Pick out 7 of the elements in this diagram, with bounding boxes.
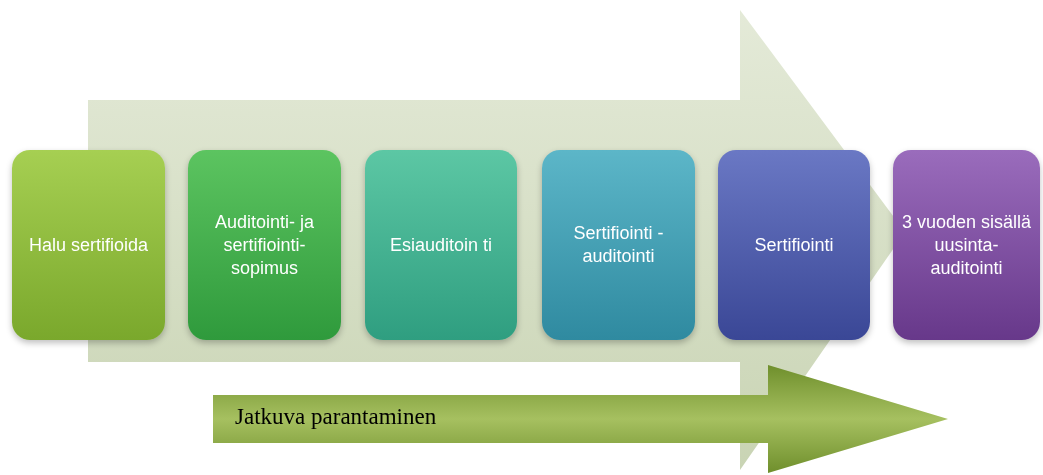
arrow-label: Jatkuva parantaminen [235, 404, 437, 430]
process-step: Sertifiointi [718, 150, 870, 340]
process-step: 3 vuoden sisällä uusinta- auditointi [893, 150, 1040, 340]
process-step: Halu sertifioida [12, 150, 165, 340]
process-step: Auditointi- ja sertifiointi- sopimus [188, 150, 341, 340]
process-step: Esiauditoin ti [365, 150, 517, 340]
process-step: Sertifiointi - auditointi [542, 150, 695, 340]
